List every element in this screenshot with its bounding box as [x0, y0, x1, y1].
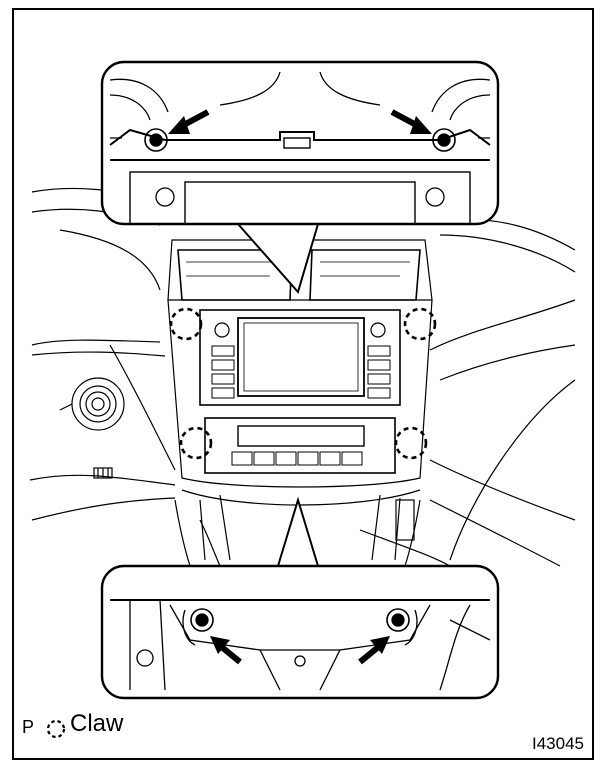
dashboard-view	[29, 187, 576, 567]
legend: P Claw	[22, 710, 124, 737]
legend-label: Claw	[70, 710, 124, 737]
claw-markers	[169, 307, 437, 460]
legend-prefix: P	[22, 717, 35, 737]
arrow-icon	[390, 109, 432, 134]
arrow-icon	[210, 636, 242, 665]
top-detail-inset	[100, 60, 500, 226]
arrow-icon	[358, 636, 390, 665]
claw-bottom-right	[394, 426, 428, 460]
figure-id: I43045	[532, 734, 584, 753]
claw-top-left	[169, 307, 203, 341]
arrow-icon	[168, 109, 210, 134]
bottom-detail-inset	[100, 564, 500, 700]
claw-bottom-left	[179, 426, 213, 460]
figure-frame	[12, 8, 594, 760]
claw-top-right	[403, 307, 437, 341]
dashed-circle-icon	[46, 719, 66, 739]
